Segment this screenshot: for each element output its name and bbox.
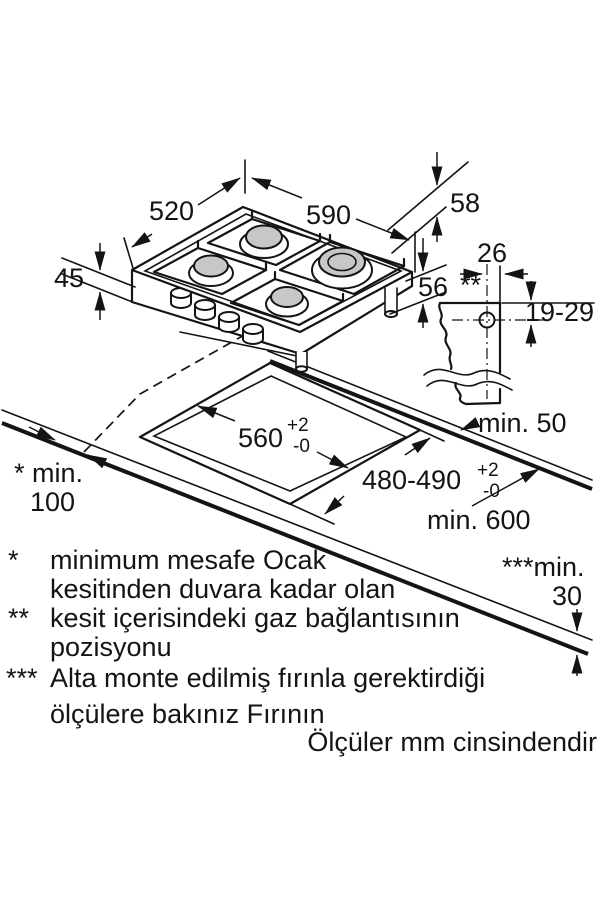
knob xyxy=(170,287,192,309)
worktop-front-edge-thin xyxy=(1,409,593,641)
units-note: Ölçüler mm cinsindendir xyxy=(307,727,597,757)
footnote-marker: ** xyxy=(8,603,30,633)
dim-hob-depth-520: 520 xyxy=(123,159,246,269)
reference-line xyxy=(391,206,447,254)
section-left-edge-lower xyxy=(454,381,468,406)
annotation-min100: * min. 100 xyxy=(14,426,113,517)
dim-depth-45: 45 xyxy=(54,243,136,320)
reference-line xyxy=(61,257,136,288)
min100-value: 100 xyxy=(30,487,75,517)
burner-left xyxy=(188,254,234,287)
cutout-outline xyxy=(138,361,445,525)
body-height-label: 56 xyxy=(418,272,448,302)
dim-arrow xyxy=(324,495,345,515)
hob-leg-front xyxy=(295,351,308,373)
cutout-extension-right xyxy=(419,429,445,442)
hob-front-right-face xyxy=(300,272,412,354)
min30-value: 30 xyxy=(552,581,582,611)
min50-label: min. 50 xyxy=(478,408,567,438)
edge-height-label: 58 xyxy=(450,188,480,218)
cutout-width-tol-minus: -0 xyxy=(293,436,310,457)
footnote-text: kesitinden duvara kadar olan xyxy=(50,574,395,604)
hob-depth-label: 520 xyxy=(149,196,194,226)
cutout-depth-label: 480-490 xyxy=(362,465,461,495)
dim-arrow xyxy=(197,177,241,206)
annotation-min600: min. 600 xyxy=(427,468,540,535)
burners xyxy=(188,224,373,318)
dim-arrow xyxy=(404,437,431,456)
footnote-text: pozisyonu xyxy=(50,632,172,662)
cutout-inner-rim xyxy=(152,375,408,492)
footnote-marker: * xyxy=(8,545,19,575)
footnote-text: ölçülere bakınız Fırının xyxy=(50,699,325,729)
knob xyxy=(194,299,216,321)
reference-line xyxy=(389,291,447,315)
break-line xyxy=(423,368,511,380)
cutout-extension-bottom xyxy=(289,503,335,525)
dim-arrow xyxy=(87,454,113,469)
cutout-width-tol-plus: +2 xyxy=(287,415,309,436)
dim-cutout-width: 560 +2 -0 xyxy=(197,405,349,469)
gas-offset-x-label: 26 xyxy=(477,238,507,268)
dim-gas-19-29: 19-29 xyxy=(525,281,594,347)
min600-label: min. 600 xyxy=(427,505,531,535)
section-bottom-edge xyxy=(464,401,502,406)
annotation-min50: min. 50 xyxy=(460,408,567,438)
dim-gas-26: 26 ** xyxy=(460,238,528,300)
wall-line-thick xyxy=(269,359,593,491)
leader-arrow xyxy=(460,417,481,431)
dim-arrow xyxy=(131,232,153,248)
gas-marker-label: ** xyxy=(460,270,482,300)
hob-width-label: 590 xyxy=(306,200,351,230)
dim-hob-width-590: 590 xyxy=(251,177,416,273)
footnotes: * minimum mesafe Ocak kesitinden duvara … xyxy=(6,545,597,757)
footnote-text: minimum mesafe Ocak xyxy=(50,545,327,575)
wall-line-thin xyxy=(267,350,593,481)
dim-body-56: 56 xyxy=(389,238,448,328)
reference-line xyxy=(387,161,469,231)
hob-bottom-edge-left xyxy=(130,300,303,356)
extension-tick xyxy=(123,237,134,269)
dim-arrow xyxy=(355,218,410,241)
pan-supports xyxy=(152,210,406,327)
knob xyxy=(218,311,240,333)
burner-back xyxy=(239,224,289,259)
cutout-width-label: 560 xyxy=(238,423,283,453)
break-line xyxy=(426,379,513,391)
reference-line xyxy=(405,264,447,282)
control-knobs xyxy=(170,287,264,345)
dim-arrow xyxy=(197,405,236,422)
dim-arrow xyxy=(316,451,349,469)
pan-support-corner-ticks xyxy=(196,210,406,303)
footnote-text: Alta monte edilmiş fırınla gerektirdiği xyxy=(50,663,485,693)
min30-label: ***min. xyxy=(502,552,585,582)
dim-edge-58: 58 xyxy=(387,152,480,254)
min100-label: * min. xyxy=(14,458,83,488)
dim-arrow xyxy=(28,426,56,441)
annotation-min30: ***min. 30 xyxy=(502,552,585,676)
gas-offset-y-label: 19-29 xyxy=(525,297,594,327)
cutout-depth-tol-plus: +2 xyxy=(477,460,499,481)
footnote-text: kesit içerisindeki gaz bağlantısının xyxy=(50,603,460,633)
reference-line xyxy=(61,273,136,304)
hob-base-edge xyxy=(179,331,303,358)
dim-arrow xyxy=(251,177,303,199)
section-detail: 26 ** 19-29 xyxy=(423,238,595,406)
footnote-marker: *** xyxy=(6,663,38,693)
dim-cutout-depth: 480-490 +2 -0 xyxy=(324,437,500,515)
install-depth-label: 45 xyxy=(54,263,84,293)
hidden-edge-dashed xyxy=(83,333,247,453)
burner-right-wok xyxy=(311,246,373,290)
leader-arrow xyxy=(471,468,540,507)
burner-front xyxy=(265,286,309,318)
hob-drawing xyxy=(130,205,414,373)
section-left-edge xyxy=(438,301,453,371)
knob xyxy=(242,323,264,345)
